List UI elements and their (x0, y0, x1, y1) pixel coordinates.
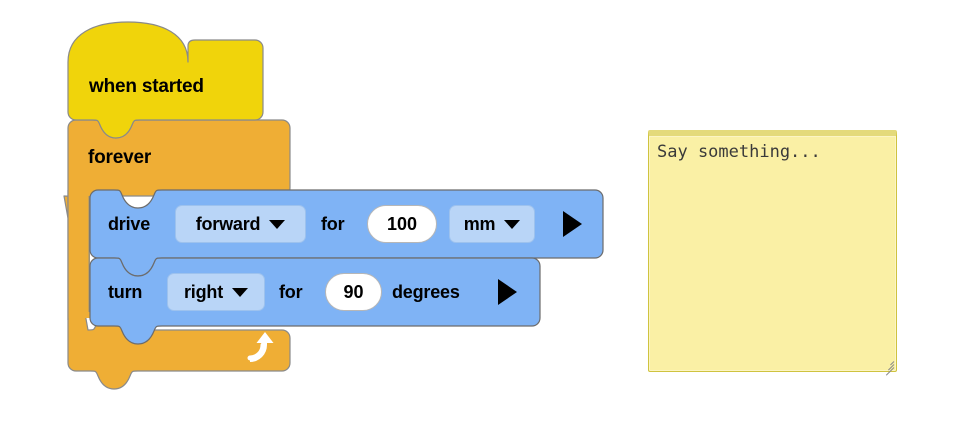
drive-direction-dropdown[interactable]: forward (175, 205, 306, 243)
loop-arrow-icon (247, 332, 274, 362)
drive-direction-value: forward (195, 214, 261, 234)
drive-label: drive (108, 214, 151, 234)
turn-unit-label: degrees (392, 282, 460, 302)
turn-amount-input[interactable]: 90 (325, 273, 382, 311)
turn-preposition-label: for (279, 282, 303, 302)
drive-preposition-label: for (321, 214, 345, 234)
when-started-label: when started (89, 76, 204, 97)
say-something-textarea[interactable] (648, 130, 897, 372)
forever-label: forever (88, 147, 152, 168)
drive-amount-value: 100 (386, 214, 418, 234)
say-something-panel (648, 130, 897, 376)
drive-play-arrow-icon[interactable] (563, 211, 582, 237)
chevron-down-icon (269, 219, 286, 229)
chevron-down-icon (504, 219, 521, 229)
chevron-down-icon (232, 287, 248, 297)
forever-block-left-rail (68, 190, 90, 318)
drive-amount-input[interactable]: 100 (367, 205, 437, 243)
turn-direction-value: right (184, 282, 223, 302)
turn-direction-dropdown[interactable]: right (167, 273, 265, 311)
turn-amount-value: 90 (343, 282, 364, 302)
drive-unit-dropdown[interactable]: mm (449, 205, 535, 243)
when-started-block-shape[interactable] (67, 21, 264, 139)
resize-grip-icon[interactable] (881, 356, 895, 376)
drive-unit-value: mm (463, 214, 496, 234)
turn-play-arrow-icon[interactable] (498, 279, 517, 305)
turn-label: turn (108, 282, 143, 302)
